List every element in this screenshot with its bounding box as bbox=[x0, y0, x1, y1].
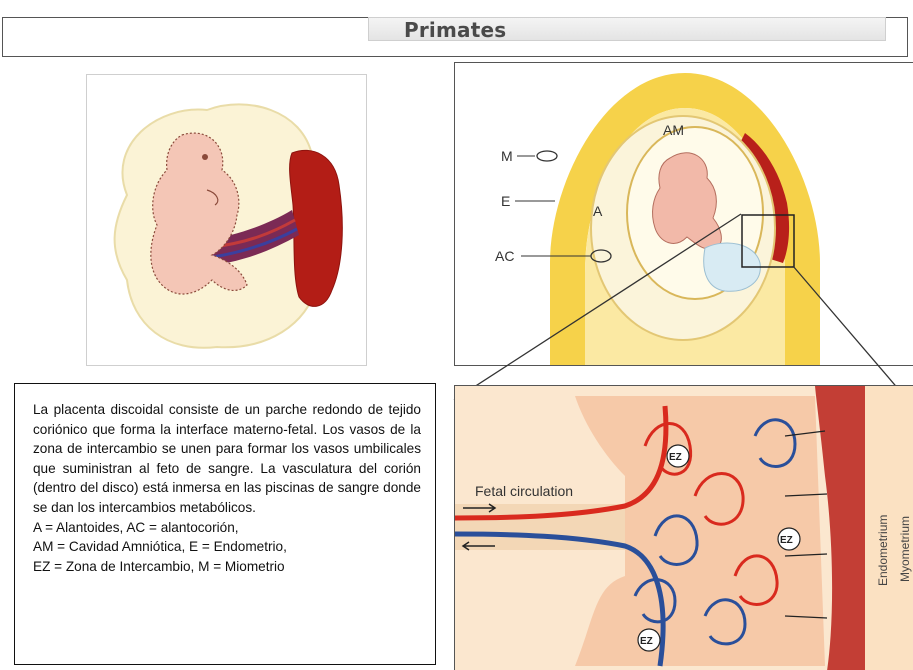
exchange-zone-detail: EZ EZ EZ Fetal circulation Endometrium M… bbox=[454, 385, 913, 670]
legend-line-1: A = Alantoides, AC = alantocorión, bbox=[33, 518, 421, 538]
fetal-circulation-label: Fetal circulation bbox=[475, 483, 573, 499]
ez-label-1: EZ bbox=[669, 452, 682, 463]
description-box: La placenta discoidal consiste de un par… bbox=[14, 383, 436, 665]
ez-label-3: EZ bbox=[640, 636, 653, 647]
ez-label-2: EZ bbox=[780, 535, 793, 546]
endometrium-label: Endometrium bbox=[876, 515, 890, 586]
legend-line-3: EZ = Zona de Intercambio, M = Miometrio bbox=[33, 557, 421, 577]
myometrium-label: Myometrium bbox=[898, 516, 912, 582]
exchange-zone-diagram: EZ EZ EZ Fetal circulation Endometrium M… bbox=[455, 386, 913, 670]
legend-line-2: AM = Cavidad Amniótica, E = Endometrio, bbox=[33, 537, 421, 557]
description-paragraph: La placenta discoidal consiste de un par… bbox=[33, 400, 421, 518]
